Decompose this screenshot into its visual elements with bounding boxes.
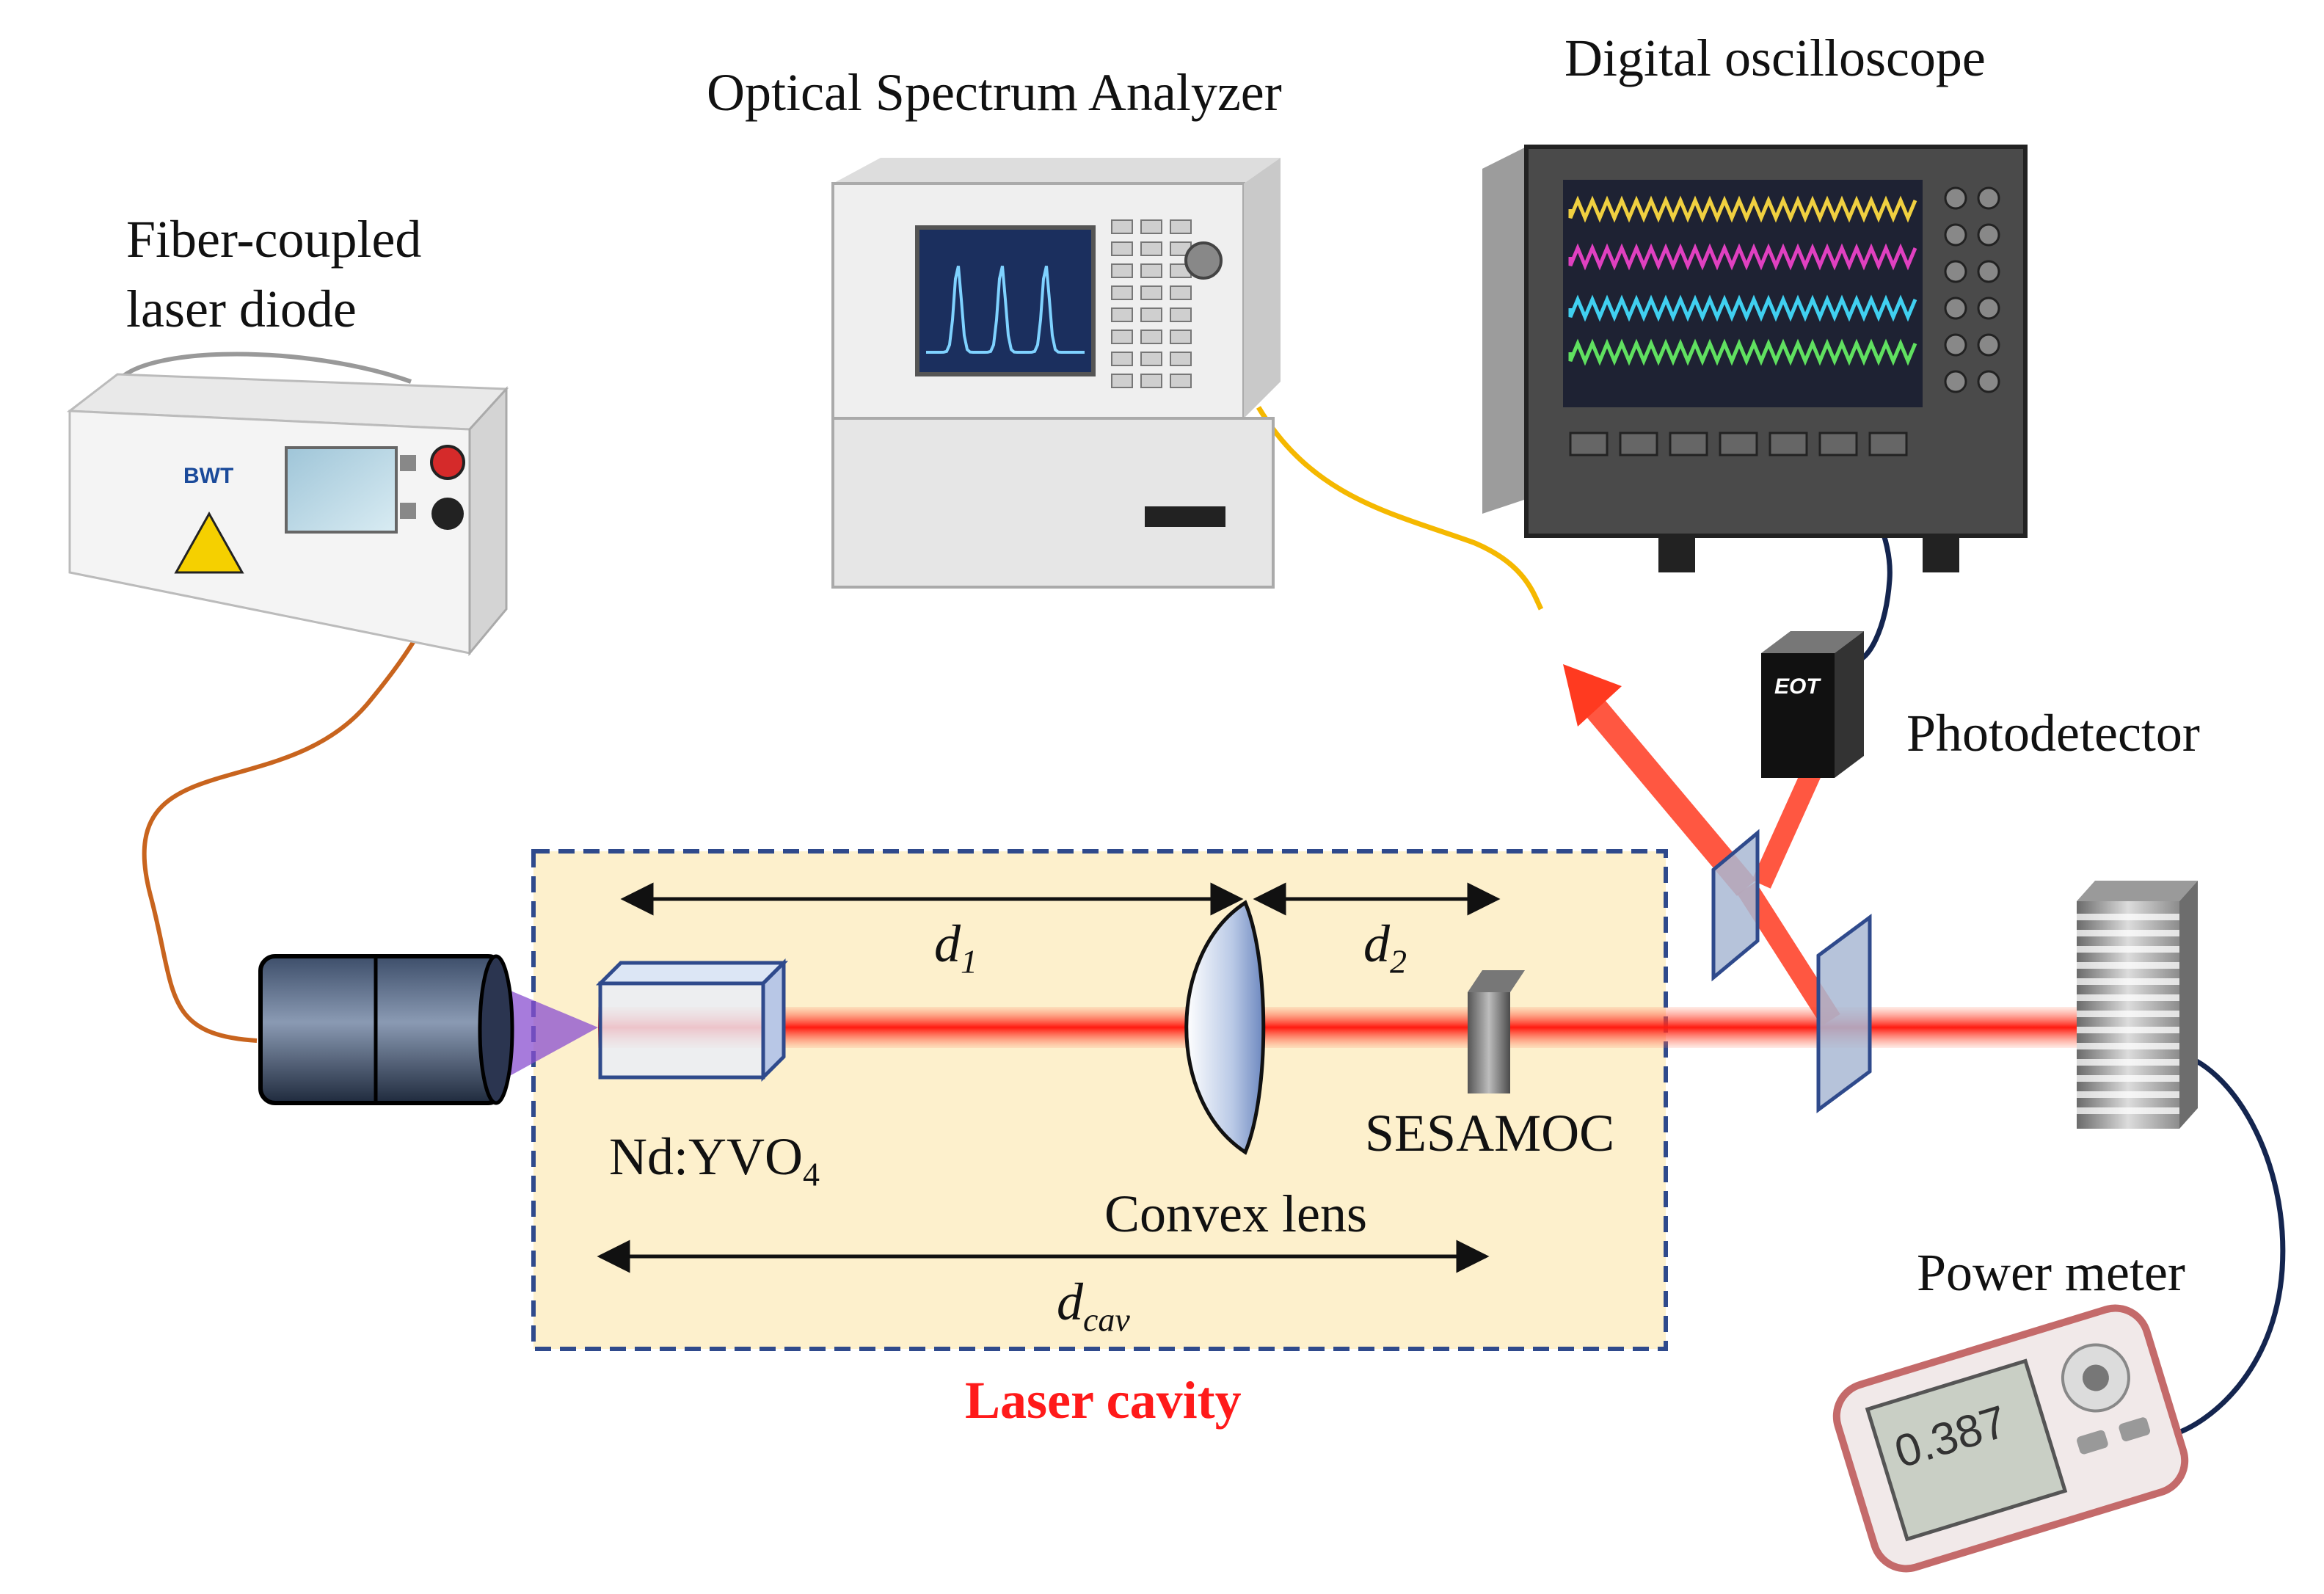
powermeter-cable [2171, 1050, 2286, 1438]
label-oscilloscope: Digital oscilloscope [1564, 29, 1986, 87]
beam-splitter-2 [1816, 914, 1872, 1113]
label-sesamoc: SESAMOC [1365, 1104, 1615, 1162]
osa-device [831, 158, 1281, 589]
label-crystal: Nd:YVO4 [609, 1130, 820, 1191]
sesamoc-mirror [1468, 970, 1525, 1093]
photodetector-device: EOT [1761, 631, 1864, 778]
label-d2: d2 [1363, 917, 1407, 978]
label-lens: Convex lens [1104, 1184, 1367, 1243]
beam-to-osa [1582, 696, 1757, 896]
diode-brand-text: BWT [183, 464, 233, 488]
crystal-sub: 4 [803, 1155, 820, 1193]
label-photodetector: Photodetector [1906, 704, 2200, 763]
laser-cavity-box [531, 849, 1668, 1351]
label-laser-diode-1: Fiber-coupled [126, 210, 422, 269]
label-power-meter: Power meter [1917, 1243, 2185, 1302]
oscilloscope-device [1482, 145, 2028, 572]
osa-fiber [1256, 406, 1544, 611]
crystal-base: Nd:YVO [609, 1127, 803, 1186]
beam-arrowhead [1563, 664, 1622, 727]
pd-beam [1752, 766, 1822, 889]
pump-head [258, 954, 514, 1105]
dcav-sub: cav [1083, 1300, 1130, 1339]
pd-brand-text: EOT [1774, 674, 1821, 699]
d1-sub: 1 [961, 942, 977, 980]
power-meter-console: 0.387 [1832, 1304, 2189, 1573]
label-laser-diode-2: laser diode [126, 280, 357, 338]
nd-yvo4-crystal [595, 958, 789, 1082]
label-dcav: dcav [1057, 1275, 1130, 1336]
d1-base: d [934, 914, 961, 973]
dcav-base: d [1057, 1273, 1083, 1331]
d2-sub: 2 [1390, 942, 1407, 980]
label-osa: Optical Spectrum Analyzer [707, 63, 1282, 122]
convex-lens [1184, 900, 1266, 1155]
d2-base: d [1363, 914, 1390, 973]
beam-splitter-1 [1711, 829, 1760, 982]
label-d1: d1 [934, 917, 977, 978]
power-meter-head [2077, 881, 2198, 1129]
label-laser-cavity: Laser cavity [965, 1371, 1242, 1430]
laser-diode-unit: BWT [66, 352, 509, 657]
